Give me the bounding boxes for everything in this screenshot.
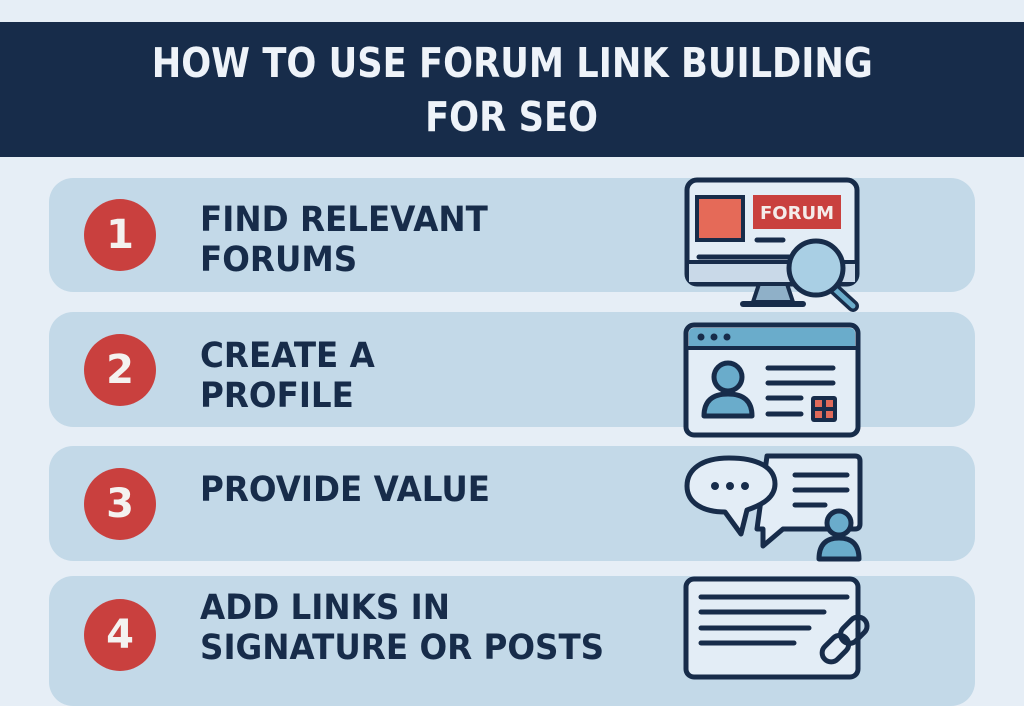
step-card-2: 2 CREATE A PROFILE <box>49 312 975 438</box>
svg-text:FORUM: FORUM <box>760 203 834 224</box>
step-title: ADD LINKS IN SIGNATURE OR POSTS <box>200 588 605 668</box>
monitor-forum-search-icon: FORUM <box>684 177 860 312</box>
step-title: PROVIDE VALUE <box>200 470 491 510</box>
page-title-line-2: FOR SEO <box>425 92 599 141</box>
page-title-line-1: HOW TO USE FORUM LINK BUILDING <box>151 38 873 87</box>
step-card-1: 1 FIND RELEVANT FORUMS FORUM <box>49 177 975 312</box>
profile-card-window-icon <box>683 322 861 438</box>
document-link-icon <box>683 576 870 680</box>
step-card-4: 4 ADD LINKS IN SIGNATURE OR POSTS <box>49 576 975 706</box>
step-number-badge: 1 <box>84 199 156 271</box>
step-number-badge: 2 <box>84 334 156 406</box>
chat-bubble-user-icon <box>684 453 863 562</box>
page-header: HOW TO USE FORUM LINK BUILDING FOR SEO <box>0 22 1024 157</box>
step-number-badge: 3 <box>84 468 156 540</box>
step-title: FIND RELEVANT FORUMS <box>200 200 488 280</box>
step-title: CREATE A PROFILE <box>200 336 375 416</box>
step-card-3: 3 PROVIDE VALUE <box>49 446 975 562</box>
step-number-badge: 4 <box>84 599 156 671</box>
